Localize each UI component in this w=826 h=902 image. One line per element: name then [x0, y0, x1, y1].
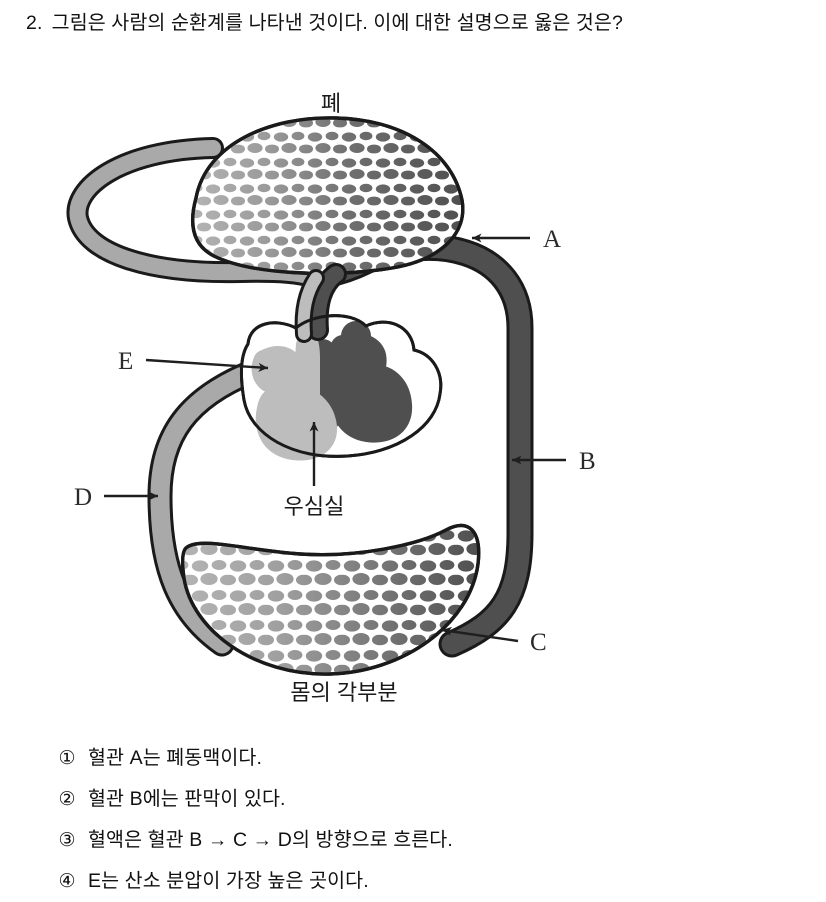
vessel-d-oxygenated	[150, 358, 272, 654]
figure-caption-right-ventricle: 우심실	[284, 494, 345, 519]
figure-caption-body: 몸의 각부분	[290, 680, 397, 705]
label-d: D	[74, 484, 158, 511]
choice-4-text: E는 산소 분압이 가장 높은 곳이다.	[88, 870, 369, 892]
question-number: 2.	[26, 12, 43, 34]
label-b-text: B	[579, 448, 596, 475]
choice-3[interactable]: ③ 혈액은 혈관 B → C → D의 방향으로 흐른다.	[56, 820, 796, 861]
circulatory-system-figure: 폐	[0, 78, 826, 723]
label-b: B	[512, 448, 596, 475]
label-e-leader	[145, 358, 269, 372]
label-c-text: C	[530, 629, 547, 656]
lung-capillary-bed	[190, 116, 465, 276]
figure-caption-lung: 폐	[321, 91, 341, 116]
choice-1-text: 혈관 A는 폐동맥이다.	[88, 747, 262, 769]
label-e: E	[118, 348, 269, 375]
label-d-text: D	[74, 484, 92, 511]
choice-2-text: 혈관 B에는 판막이 있다.	[88, 788, 286, 810]
answer-choices: ① 혈관 A는 폐동맥이다. ② 혈관 B에는 판막이 있다. ③ 혈액은 혈관…	[56, 738, 796, 902]
choice-4-marker: ④	[58, 871, 76, 892]
heart-left-atrium	[251, 346, 305, 395]
choice-2[interactable]: ② 혈관 B에는 판막이 있다.	[56, 779, 796, 820]
body-capillary-bed	[180, 523, 481, 676]
choice-1-marker: ①	[58, 748, 76, 769]
choice-2-marker: ②	[58, 789, 76, 810]
heart-vessel-junction	[341, 321, 371, 351]
choice-3-text: 혈액은 혈관 B → C → D의 방향으로 흐른다.	[88, 829, 453, 851]
choice-3-marker: ③	[58, 830, 76, 851]
heart	[239, 263, 443, 461]
choice-4[interactable]: ④ E는 산소 분압이 가장 높은 곳이다.	[56, 861, 796, 902]
heart-outflow-light	[295, 327, 320, 434]
label-c: C	[441, 626, 547, 656]
choice-1[interactable]: ① 혈관 A는 폐동맥이다.	[56, 738, 796, 779]
label-e-text: E	[118, 348, 133, 375]
label-c-leader	[441, 626, 519, 643]
label-a: A	[472, 226, 561, 253]
label-right-ventricle: 우심실	[284, 422, 345, 519]
heart-right-ventricle-dark	[329, 363, 413, 443]
question-text: 그림은 사람의 순환계를 나타낸 것이다. 이에 대한 설명으로 옳은 것은?	[51, 12, 623, 34]
question-stem: 2. 그림은 사람의 순환계를 나타낸 것이다. 이에 대한 설명으로 옳은 것…	[26, 8, 806, 38]
label-a-text: A	[543, 226, 561, 253]
